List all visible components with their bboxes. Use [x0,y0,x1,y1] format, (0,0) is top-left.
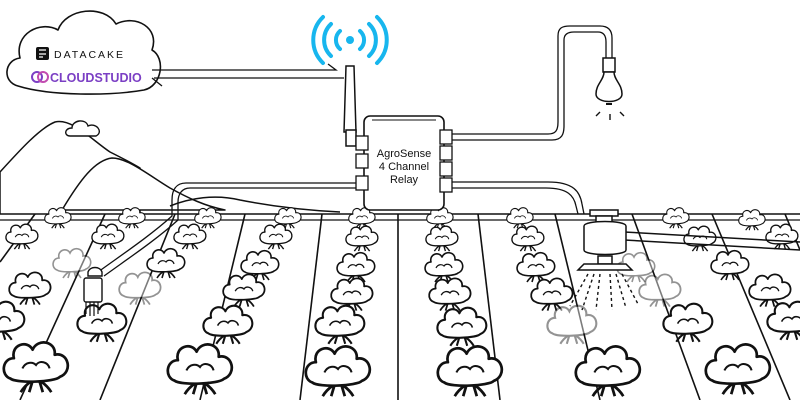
brand-primary: DATACAKE [54,49,125,61]
sensor-cable [97,182,356,277]
lamp-cable [452,25,613,141]
sprinkler-cable [452,181,585,215]
datacake-logo-icon [36,47,49,60]
relay-label-line1: AgroSense [377,148,431,160]
cloud-platform: DATACAKE CLOUDSTUDIO [6,10,162,95]
uplink-lines [151,63,344,87]
relay-device: AgroSense 4 Channel Relay [355,115,453,211]
wifi-signal-icon [311,15,389,65]
cloudstudio-logo-icon [31,71,49,83]
small-cloud [65,120,100,137]
relay-label-line3: Relay [390,174,419,186]
brand-secondary: CLOUDSTUDIO [50,71,142,85]
light-bulb-icon [595,57,625,120]
soil-sensor-icon [83,266,103,316]
relay-label-line2: 4 Channel [379,161,429,173]
sprinkler-icon [569,209,800,311]
mountains [0,120,341,216]
antenna-icon [343,65,357,147]
